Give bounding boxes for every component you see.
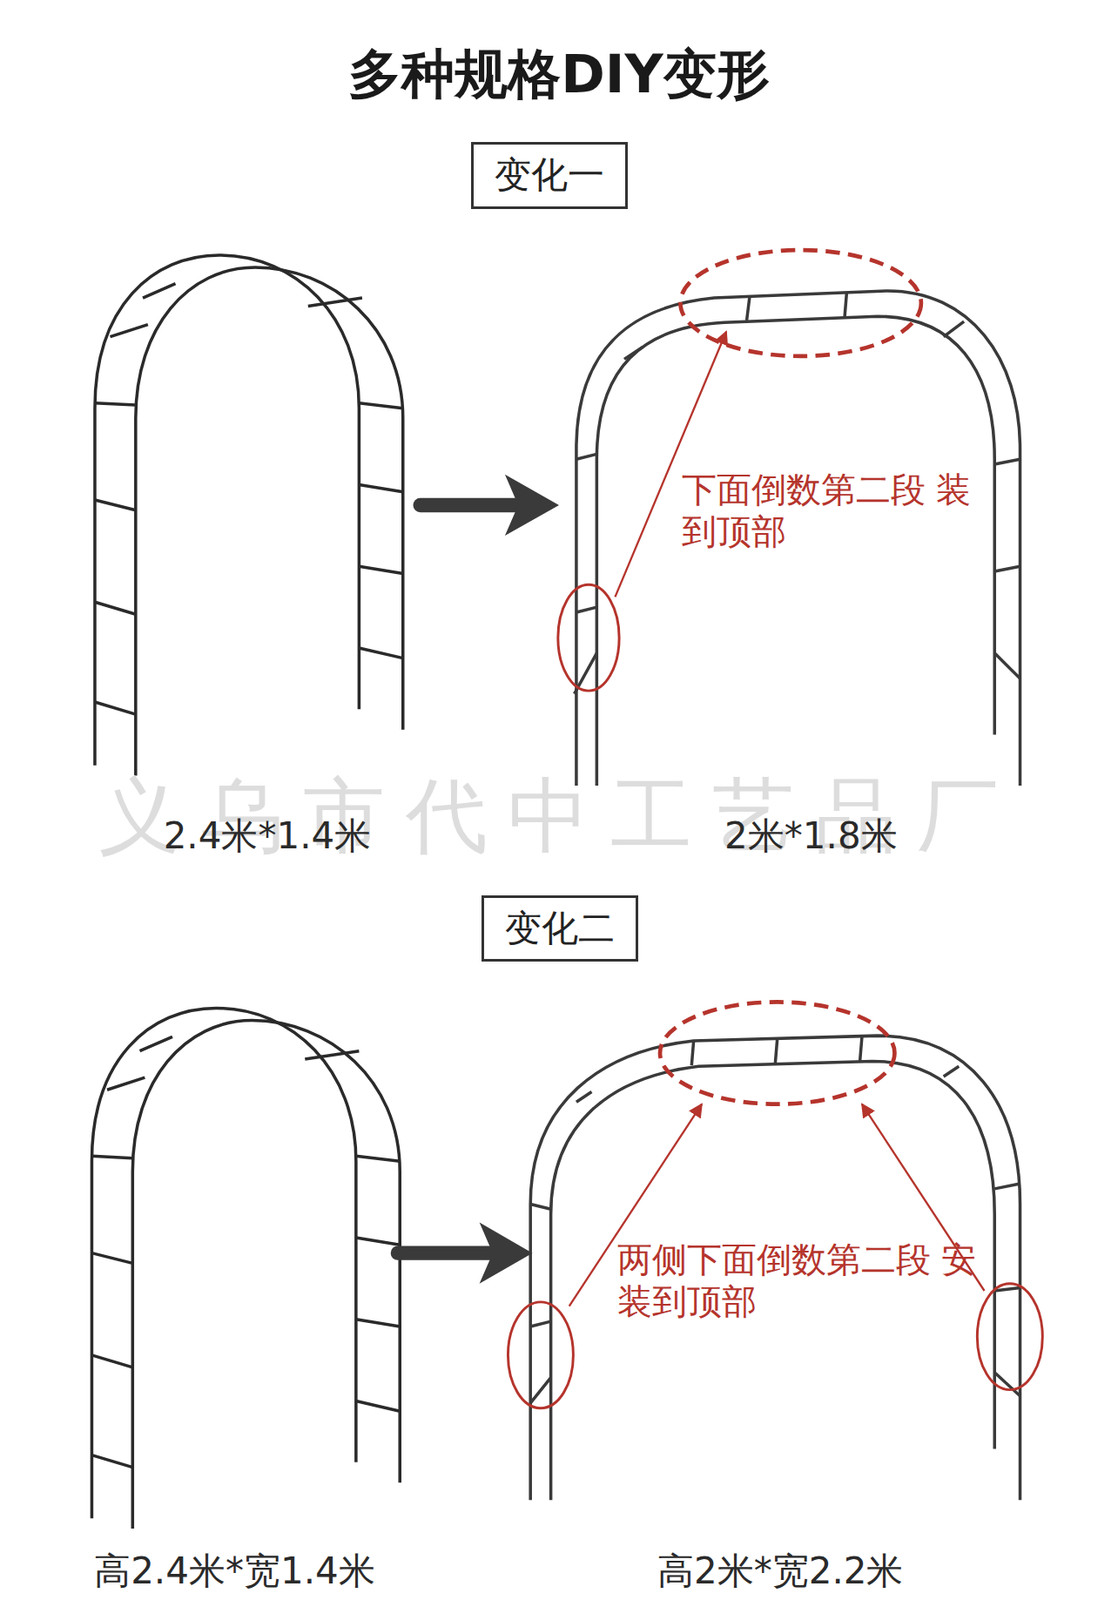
transform-arrow bbox=[397, 474, 559, 1284]
variant-label: 变化二 bbox=[505, 906, 615, 950]
variant-label: 变化一 bbox=[494, 153, 605, 197]
arch-modified bbox=[574, 290, 1021, 786]
dimension-label: 2米*1.8米 bbox=[724, 814, 898, 858]
dimension-label: 2.4米*1.4米 bbox=[163, 814, 372, 858]
arch-original bbox=[94, 255, 404, 775]
arch-original bbox=[91, 1007, 400, 1528]
annotation-text: 下面倒数第二段 装到顶部 bbox=[681, 468, 988, 553]
variant-box: 变化二 bbox=[481, 895, 639, 962]
page-title: 多种规格DIY变形 bbox=[348, 41, 770, 106]
dimension-label: 高2米*宽2.2米 bbox=[657, 1549, 904, 1593]
variant-box: 变化一 bbox=[471, 141, 628, 209]
dimension-label: 高2.4米*宽1.4米 bbox=[94, 1549, 376, 1593]
annotation-text: 两侧下面倒数第二段 安装到顶部 bbox=[617, 1238, 995, 1322]
